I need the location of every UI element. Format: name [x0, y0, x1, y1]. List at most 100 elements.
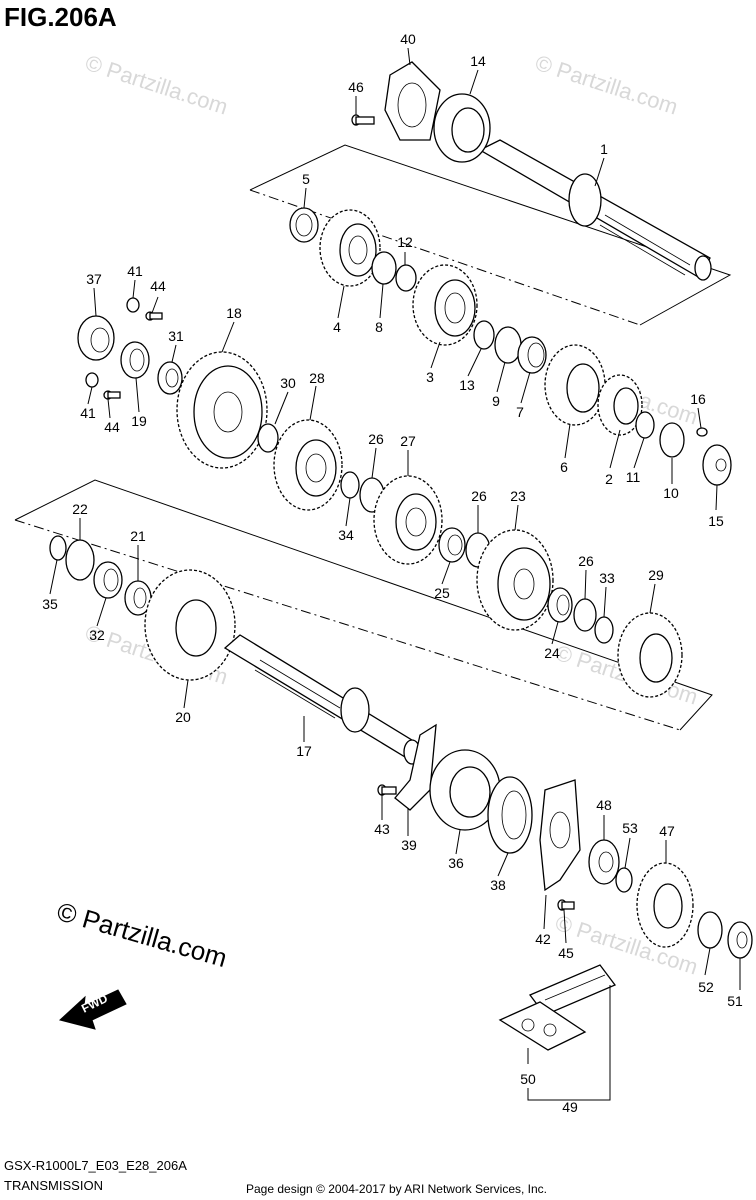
callout-21: 21: [130, 528, 146, 544]
callout-22: 22: [72, 501, 88, 517]
circlip-11: [635, 411, 655, 439]
callout-52: 52: [698, 979, 714, 995]
spacer-48: [588, 839, 620, 885]
bearing-36: [429, 749, 501, 831]
bearing-7: [517, 336, 547, 374]
callout-51: 51: [727, 993, 743, 1009]
oil-seal-37: [77, 315, 115, 361]
callout-33: 33: [599, 570, 615, 586]
callout-39: 39: [401, 837, 417, 853]
bearing-31: [157, 361, 183, 395]
callout-42: 42: [535, 931, 551, 947]
bolt-44-lower: [103, 390, 121, 400]
bushing-19: [120, 341, 150, 379]
collar-15: [702, 444, 732, 486]
callout-20: 20: [175, 709, 191, 725]
washer-41-upper: [126, 297, 140, 313]
bolt-43: [377, 784, 397, 796]
callout-30: 30: [280, 375, 296, 391]
callout-48: 48: [596, 797, 612, 813]
upper-shaft-frame: [249, 144, 732, 326]
circlip-12: [395, 264, 417, 292]
callout-53: 53: [622, 820, 638, 836]
countershaft: [478, 139, 712, 281]
gear-23: [476, 529, 554, 631]
callout-6: 6: [560, 459, 568, 475]
pin-16: [696, 427, 708, 437]
callout-29: 29: [648, 567, 664, 583]
driveshaft: [223, 634, 421, 765]
plate-40: [384, 61, 441, 141]
gear-18: [176, 351, 268, 469]
callout-44-upper: 44: [150, 278, 166, 294]
o-ring-53: [615, 867, 633, 893]
bolt-45: [557, 899, 575, 911]
washer-30: [257, 423, 279, 453]
circlip-33: [594, 616, 614, 644]
callout-7: 7: [516, 404, 524, 420]
washer-41-lower: [85, 372, 99, 388]
callout-41-lower: 41: [80, 405, 96, 421]
retainer-39: [394, 723, 437, 811]
callout-5: 5: [302, 171, 310, 187]
callout-26-b: 26: [471, 488, 487, 504]
bearing-14: [433, 93, 491, 163]
callout-13: 13: [459, 377, 475, 393]
page-credit: Page design © 2004-2017 by ARI Network S…: [246, 1182, 548, 1196]
gear-4: [319, 209, 381, 287]
callout-40: 40: [400, 31, 416, 47]
washer-8: [371, 251, 397, 285]
figure-title: FIG.206A: [4, 2, 117, 32]
callout-44-lower: 44: [104, 419, 120, 435]
callout-8: 8: [375, 319, 383, 335]
gear-6: [544, 344, 606, 426]
circlip-35: [49, 535, 67, 561]
callout-43: 43: [374, 821, 390, 837]
callout-17: 17: [296, 743, 312, 759]
callout-27: 27: [400, 433, 416, 449]
washer-52: [697, 911, 723, 949]
bearing-24: [547, 587, 573, 623]
plate-42: [539, 779, 581, 892]
callout-50: 50: [520, 1071, 536, 1087]
leader-lines: [49, 47, 741, 1101]
bearing-32: [93, 561, 123, 599]
callout-28: 28: [309, 370, 325, 386]
lower-shaft-frame: [14, 479, 713, 731]
callout-38: 38: [490, 877, 506, 893]
callout-24: 24: [544, 645, 560, 661]
bolt-44-upper: [145, 311, 163, 321]
callout-45: 45: [558, 945, 574, 961]
washer-9: [494, 326, 522, 364]
sprocket-47: [636, 862, 694, 948]
callout-10: 10: [663, 485, 679, 501]
callout-14: 14: [470, 53, 486, 69]
callout-35: 35: [42, 596, 58, 612]
callout-9: 9: [492, 393, 500, 409]
chain-joint-50: [498, 1001, 587, 1051]
callout-12: 12: [397, 234, 413, 250]
callout-3: 3: [426, 369, 434, 385]
oil-seal-38: [487, 776, 533, 854]
callout-32: 32: [89, 627, 105, 643]
callout-2: 2: [605, 471, 613, 487]
gear-29: [617, 612, 683, 698]
callout-labels: 1 2 3 4 5 6 7 8 9 10 11 12 13 14 15 16 1…: [42, 31, 743, 1115]
callout-4: 4: [333, 319, 341, 335]
callout-19: 19: [131, 413, 147, 429]
callout-25: 25: [434, 585, 450, 601]
callout-26-a: 26: [368, 431, 384, 447]
callout-41-upper: 41: [127, 263, 143, 279]
callout-46: 46: [348, 79, 364, 95]
nut-51: [727, 921, 753, 959]
callout-31: 31: [168, 328, 184, 344]
callout-26-c: 26: [578, 553, 594, 569]
gear-28: [273, 419, 343, 511]
gear-20: [144, 569, 236, 681]
callout-11: 11: [626, 469, 641, 485]
bearing-25: [438, 527, 466, 563]
callout-34: 34: [338, 527, 354, 543]
circlip-34: [340, 471, 360, 499]
